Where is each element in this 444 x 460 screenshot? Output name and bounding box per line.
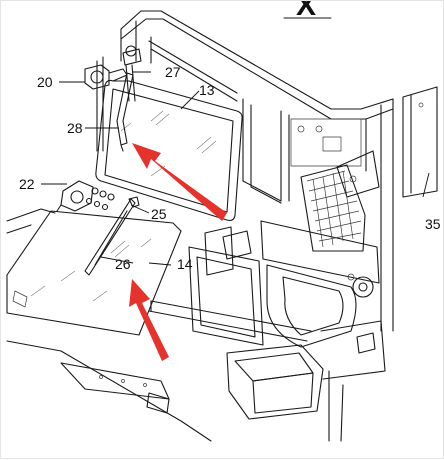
left-side-panel (6, 208, 212, 442)
view-label: X (296, 1, 316, 22)
grille-panel (300, 150, 380, 252)
electrical-box-35 (402, 86, 438, 198)
callout-20: 20 (37, 74, 53, 90)
callout-28: 28 (67, 120, 83, 136)
callout-14: 14 (177, 256, 193, 272)
wiper-arm-28 (116, 72, 134, 152)
callout-35: 35 (425, 216, 441, 232)
callouts: 20 27 13 28 22 25 26 14 35 (19, 64, 441, 272)
callout-13: 13 (199, 82, 215, 98)
leader-lines (41, 71, 430, 266)
callout-26: 26 (115, 256, 131, 272)
callout-22: 22 (19, 176, 35, 192)
lower-glass-arrow (129, 279, 169, 361)
lower-wiper-motor-22 (56, 180, 115, 212)
upper-door-arrow (132, 143, 227, 221)
lower-wiper-arm-25 (84, 196, 140, 276)
callout-25: 25 (151, 206, 167, 222)
lower-glass-14 (6, 210, 182, 336)
cab-frame (120, 10, 394, 342)
upper-door-13 (95, 56, 243, 221)
red-arrows (129, 143, 227, 361)
callout-27: 27 (165, 64, 181, 80)
control-console (188, 220, 386, 442)
wiper-motor-20 (84, 45, 142, 102)
